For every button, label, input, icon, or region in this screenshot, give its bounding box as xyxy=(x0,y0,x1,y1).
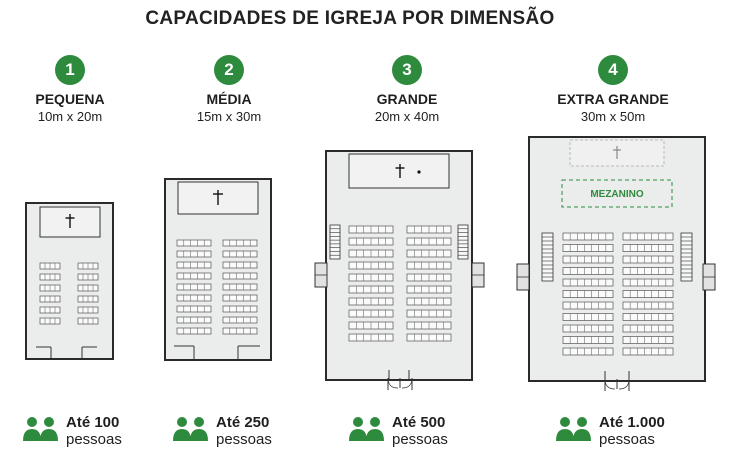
floor-plan-medium xyxy=(164,178,272,361)
page-title: CAPACIDADES DE IGREJA POR DIMENSÃO xyxy=(145,8,555,29)
capacity-small-unit: pessoas xyxy=(66,431,122,448)
pew-row xyxy=(222,250,258,258)
side-door-left xyxy=(314,262,328,288)
pew-row xyxy=(176,239,212,247)
pew-row xyxy=(222,239,258,247)
pew-row xyxy=(176,272,212,280)
pew-row xyxy=(176,283,212,291)
church-name-extra-large: EXTRA GRANDE xyxy=(557,91,669,107)
pew-row xyxy=(562,278,614,287)
cross-icon xyxy=(213,190,223,205)
pew-row xyxy=(622,267,674,275)
step-badge-1: 1 xyxy=(55,55,85,85)
cross-icon xyxy=(613,146,621,159)
group-of-people-icon xyxy=(349,417,384,441)
cross-icon xyxy=(395,164,405,178)
pew-row xyxy=(622,290,674,298)
floor-plan-extra-large-drawing: MEZANINO xyxy=(541,139,693,380)
church-dimensions-medium: 15m x 30m xyxy=(196,109,262,124)
pew-row xyxy=(562,255,614,264)
capacity-extra-large-unit: pessoas xyxy=(599,431,655,448)
mezzanine-label: MEZANINO xyxy=(590,189,644,200)
pew-row xyxy=(562,324,614,333)
group-of-people-icon xyxy=(173,417,208,441)
floor-plan-large xyxy=(325,150,473,381)
pew-row xyxy=(622,255,674,264)
church-name-small: PEQUENA xyxy=(35,91,105,107)
floor-plan-medium-drawing xyxy=(174,181,260,359)
pew-row xyxy=(622,324,674,333)
mezzanine-area: MEZANINO xyxy=(561,179,673,208)
capacity-large: Até 500 pessoas xyxy=(392,414,448,448)
capacity-medium-unit: pessoas xyxy=(216,431,272,448)
church-dimensions-small: 10m x 20m xyxy=(37,109,103,124)
church-name-medium: MÉDIA xyxy=(206,91,252,107)
pew-row xyxy=(176,305,212,313)
pew-row xyxy=(562,301,614,310)
pew-row xyxy=(222,305,258,313)
floor-plan-small-drawing xyxy=(36,206,101,358)
pew-row xyxy=(622,347,674,356)
side-staircase-right xyxy=(457,224,469,260)
side-door-right xyxy=(471,262,485,288)
step-badge-3: 3 xyxy=(392,55,422,85)
cross-icon xyxy=(65,214,75,228)
pew-row xyxy=(222,261,258,269)
pew-row xyxy=(622,278,674,287)
pew-row xyxy=(562,267,614,275)
pew-row xyxy=(222,283,258,291)
pew-row xyxy=(222,294,258,302)
side-staircase-left xyxy=(541,232,554,282)
capacity-extra-large: Até 1.000 pessoas xyxy=(599,414,665,448)
capacity-large-value: Até 500 xyxy=(392,414,446,431)
capacity-medium-value: Até 250 xyxy=(216,414,270,431)
side-staircase-left xyxy=(329,224,341,260)
capacity-small-value: Até 100 xyxy=(66,414,120,431)
pew-row xyxy=(562,232,614,241)
pew-row xyxy=(176,294,212,302)
church-dimensions-large: 20m x 40m xyxy=(374,109,440,124)
group-of-people-icon xyxy=(556,417,591,441)
pew-row xyxy=(176,250,212,258)
side-staircase-right xyxy=(680,232,693,282)
pew-row xyxy=(176,316,212,324)
group-of-people-icon xyxy=(23,417,58,441)
pew-row xyxy=(562,347,614,356)
side-door-right xyxy=(702,263,716,291)
pew-row xyxy=(622,232,674,241)
pew-row xyxy=(222,327,258,335)
capacity-extra-large-value: Até 1.000 xyxy=(599,414,665,431)
step-badge-2: 2 xyxy=(214,55,244,85)
pew-row xyxy=(562,290,614,298)
church-dimensions-extra-large: 30m x 50m xyxy=(580,109,646,124)
pew-row xyxy=(222,272,258,280)
pew-row xyxy=(562,313,614,321)
step-badge-4: 4 xyxy=(598,55,628,85)
floor-plan-large-drawing xyxy=(329,153,469,379)
capacity-medium: Até 250 pessoas xyxy=(216,414,272,448)
floor-plan-small xyxy=(25,202,114,360)
pew-row xyxy=(562,244,614,252)
pew-row xyxy=(622,244,674,252)
church-name-large: GRANDE xyxy=(376,91,438,107)
capacity-large-unit: pessoas xyxy=(392,431,448,448)
main-entrance-large xyxy=(387,378,413,390)
pew-row xyxy=(622,313,674,321)
main-entrance-extra-large xyxy=(604,379,630,391)
pew-row xyxy=(176,261,212,269)
pew-row xyxy=(562,336,614,344)
pew-row xyxy=(222,316,258,324)
pew-row xyxy=(622,301,674,310)
pew-row xyxy=(176,327,212,335)
capacity-small: Até 100 pessoas xyxy=(66,414,122,448)
floor-plan-extra-large: MEZANINO xyxy=(528,136,706,382)
side-door-left xyxy=(516,263,530,291)
pew-row xyxy=(622,336,674,344)
